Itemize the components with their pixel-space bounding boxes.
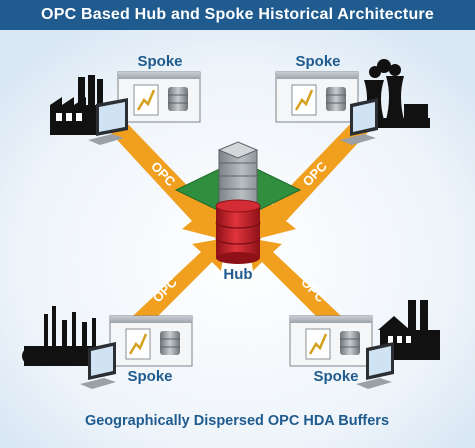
arrow-top-right [253,118,370,240]
app-window-icon [117,71,201,123]
spoke-label-top-left: Spoke [137,53,182,70]
monitor-icon [80,342,116,389]
factory-icon [50,75,103,135]
spoke-label-bottom-left: Spoke [127,368,172,385]
monitor-icon [340,98,378,145]
monitor-icon [88,98,128,145]
hub-label: Hub [223,266,252,283]
hub-database-icon [215,199,261,264]
app-window-icon [289,315,373,367]
spoke-bottom-right: Spoke [289,300,440,389]
server-icon [217,141,259,203]
app-window-icon [275,71,359,123]
footer-caption: Geographically Dispersed OPC HDA Buffers [85,413,389,429]
monitor-icon [356,342,394,389]
spoke-top-right: Spoke [275,53,430,145]
spoke-top-left: Spoke [50,53,201,145]
spoke-bottom-left: Spoke [22,306,193,389]
spoke-label-bottom-right: Spoke [313,368,358,385]
spoke-label-top-right: Spoke [295,53,340,70]
app-window-icon [109,315,193,367]
hub-spoke-diagram: OPC OPC OPC OPC Hub [0,30,475,448]
hub: Hub [174,141,302,283]
arrow-top-left [108,118,225,240]
diagram-title: OPC Based Hub and Spoke Historical Archi… [41,6,434,23]
title-bar: OPC Based Hub and Spoke Historical Archi… [0,0,475,30]
refinery-icon [22,306,104,366]
